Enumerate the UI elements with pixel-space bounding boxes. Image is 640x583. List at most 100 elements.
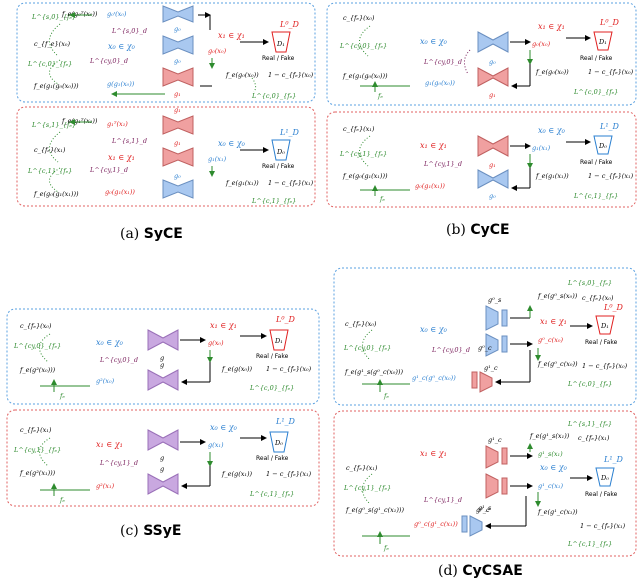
generator-d-top-g1c: [479, 371, 493, 393]
g1g0x0-d-top: g¹_c(g⁰_c(x₀)): [412, 374, 456, 382]
disc-b-top-label: D₁: [598, 38, 607, 46]
cfe-b-bot: c_{fₑ}(x₁): [343, 125, 375, 133]
latent-d-bot-s: [501, 477, 508, 495]
discriminator-a-bot: [271, 139, 291, 161]
x1-c-bot: x₁ ∈ χ₁: [96, 440, 123, 449]
x0-b-bot: x₀ ∈ χ₀: [538, 126, 566, 135]
caption-a: (a) SyCE: [120, 226, 183, 242]
fe-x-a-top: f_e(g₀(x₀)): [225, 71, 259, 79]
g1t-a-bot: g₁ᵀ(x₁): [107, 120, 128, 128]
ld-c-a-bot: L^{cy,1}_d: [89, 166, 128, 174]
x0-d-bot: x₀ ∈ χ₀: [540, 463, 568, 472]
generator-c-top-2: [147, 369, 179, 391]
fe-label-b-bot: fₑ: [379, 195, 385, 203]
fe-top-d-top: f_e(g⁰_s(x₀)): [537, 292, 578, 300]
lfe-br-d-top: L^{c,0}_{fₑ}: [567, 380, 612, 388]
lfe-c-a-top: L^{c,0}_{fₑ}: [27, 60, 72, 68]
lfe-d-top: L^{cy,0}_{fₑ}: [343, 344, 391, 352]
ld-d-top-label: L^{cy,0}_d: [431, 346, 470, 354]
disc-b-bot-label: D₀: [598, 142, 607, 150]
caption-b-label: (b): [446, 222, 471, 238]
g1c-d-top: g¹_c: [484, 364, 498, 372]
caption-d-name: CyCSAE: [462, 563, 523, 579]
lfe-s-a-top: L^{s,0}_{fₑ}: [31, 13, 76, 21]
gen-label-a-b-bot: g₀: [174, 172, 181, 180]
x1-d-top: x₁ ∈ χ₁: [540, 317, 567, 326]
panel-a-bottom-box: [16, 106, 316, 207]
latent-d-top-r: [471, 371, 478, 389]
gen-c-top-2-label: g: [160, 361, 164, 369]
discriminator-b-bot: [593, 135, 613, 155]
real-fake-a-top: Real / Fake: [262, 55, 295, 62]
disc-c-bot-label: D₀: [274, 439, 283, 447]
x1-b-bot: x₁ ∈ χ₁: [420, 141, 447, 150]
lfe-br-c-top: L^{c,0}_{fₑ}: [249, 384, 294, 392]
x0-d-top: x₀ ∈ χ₀: [420, 325, 448, 334]
lfe-c-top: L^{cy,0}_{fₑ}: [13, 342, 61, 350]
cfe-top-d-top: c_{fₑ}(x₀): [582, 294, 614, 302]
caption-d-label: (d): [438, 563, 463, 579]
fe-b-top: f_e(g₁(g₀(x₀))): [342, 72, 388, 80]
generator-b-top-g0: [477, 31, 509, 53]
g1x1-a-bot: g₁(x₁): [208, 155, 227, 163]
ld-c-top-label: L^{cy,0}_d: [99, 356, 138, 364]
one-minus-b-top: 1 − c_{fₑ}(x₀): [588, 68, 634, 76]
real-fake-b-top: Real / Fake: [580, 55, 613, 62]
caption-a-label: (a): [120, 226, 144, 242]
g0c-d-bot: g⁰_c: [476, 506, 490, 514]
fe-d-bot: f_e(g⁰_s(g¹_c(x₁))): [345, 506, 404, 514]
lfe-b-bot: L^{cy,1}_{fₑ}: [339, 150, 387, 158]
fe-x-a-bot: f_e(g₁(x₁)): [225, 179, 259, 187]
disc-c-top-label: D₁: [274, 337, 283, 345]
panel-a-top-box: [16, 2, 316, 103]
gs0-d-top: g⁰_s: [488, 296, 502, 304]
gen-label-a-top-g0: g₀: [174, 25, 181, 33]
gs1x1-d-bot: g¹_s(x₁): [538, 450, 563, 458]
fe-label-c-bot: fₑ: [59, 496, 65, 504]
one-minus-d-top: 1 − c_{fₑ}(x₀): [582, 362, 628, 370]
g0x0-d-top: g⁰_c(x₀): [538, 336, 563, 344]
lfe-s-a-bot: L^{s,1}_{fₑ}: [31, 121, 76, 129]
cfe-c-top: c_{fₑ}(x₀): [20, 322, 52, 330]
x1-b-top: x₁ ∈ χ₁: [538, 22, 565, 31]
disc-a-bot-label: D₀: [276, 148, 285, 156]
generator-b-top-g1: [477, 67, 509, 87]
generator-d-top-gs0: [485, 305, 499, 331]
cfe-a-top: c_{f_e}(x₀): [34, 40, 70, 48]
ld-c-a-top: L^{cy,0}_d: [89, 57, 128, 65]
fe-label-c-top: fₑ: [59, 392, 65, 400]
fe-top-a-top: f_e(g₀ᵀ(x₀)): [61, 10, 98, 18]
lfe-d-bot: L^{cy,1}_{fₑ}: [343, 484, 391, 492]
gen-b-bot-g1-label: g₁: [489, 161, 496, 169]
lfe-br-b-top: L^{c,0}_{fₑ}: [573, 88, 618, 96]
ld-a-top: L⁰_D: [279, 20, 300, 29]
x1-a-bot: x₁ ∈ χ₁: [108, 153, 135, 162]
fe-bot-a-bot: f_e(g₀(g₁(x₁))): [33, 190, 79, 198]
latent-d-bot-c: [501, 447, 508, 465]
x0-a-top: x₀ ∈ χ₀: [108, 42, 136, 51]
fe-x-d-bot: f_e(g¹_c(x₁)): [537, 508, 578, 516]
ld-d-top: L⁰_D: [603, 303, 624, 312]
generator-c-bot-2: [147, 473, 179, 495]
one-minus-a-bot: 1 − c_{fₑ}(x₁): [268, 179, 314, 187]
real-fake-c-bot: Real / Fake: [256, 455, 289, 462]
caption-c-label: (c): [120, 523, 144, 539]
caption-a-name: SyCE: [143, 226, 183, 242]
gen-c-bot-1-label: g: [160, 454, 164, 462]
cfe-c-bot: c_{fₑ}(x₁): [20, 426, 52, 434]
fe-bot-a-top: f_e(g₁(g₀(x₀))): [33, 82, 79, 90]
fe-x-b-top: f_e(g₀(x₀)): [535, 68, 569, 76]
ld-d-bot-label: L^{cy,1}_d: [423, 496, 462, 504]
ld-d-bot: L¹_D: [603, 455, 624, 464]
fe-x-d-top: f_e(g⁰_c(x₀)): [537, 360, 578, 368]
one-minus-a-top: 1 − c_{fₑ}(x₀): [268, 71, 314, 79]
discriminator-a-top: [271, 31, 291, 53]
fe-label-d-top: fₑ: [383, 392, 389, 400]
real-fake-a-bot: Real / Fake: [262, 163, 295, 170]
fe-c-top: f_e(g²(x₀))): [19, 366, 56, 374]
generator-c-bot-1: [147, 429, 179, 451]
gen-label-a-b-mid: g₁: [174, 139, 181, 147]
generator-g1-bot: [162, 67, 194, 87]
lfe-b-top: L^{cy,0}_{fₑ}: [339, 42, 387, 50]
one-minus-d-bot: 1 − c_{fₑ}(x₁): [580, 522, 626, 530]
